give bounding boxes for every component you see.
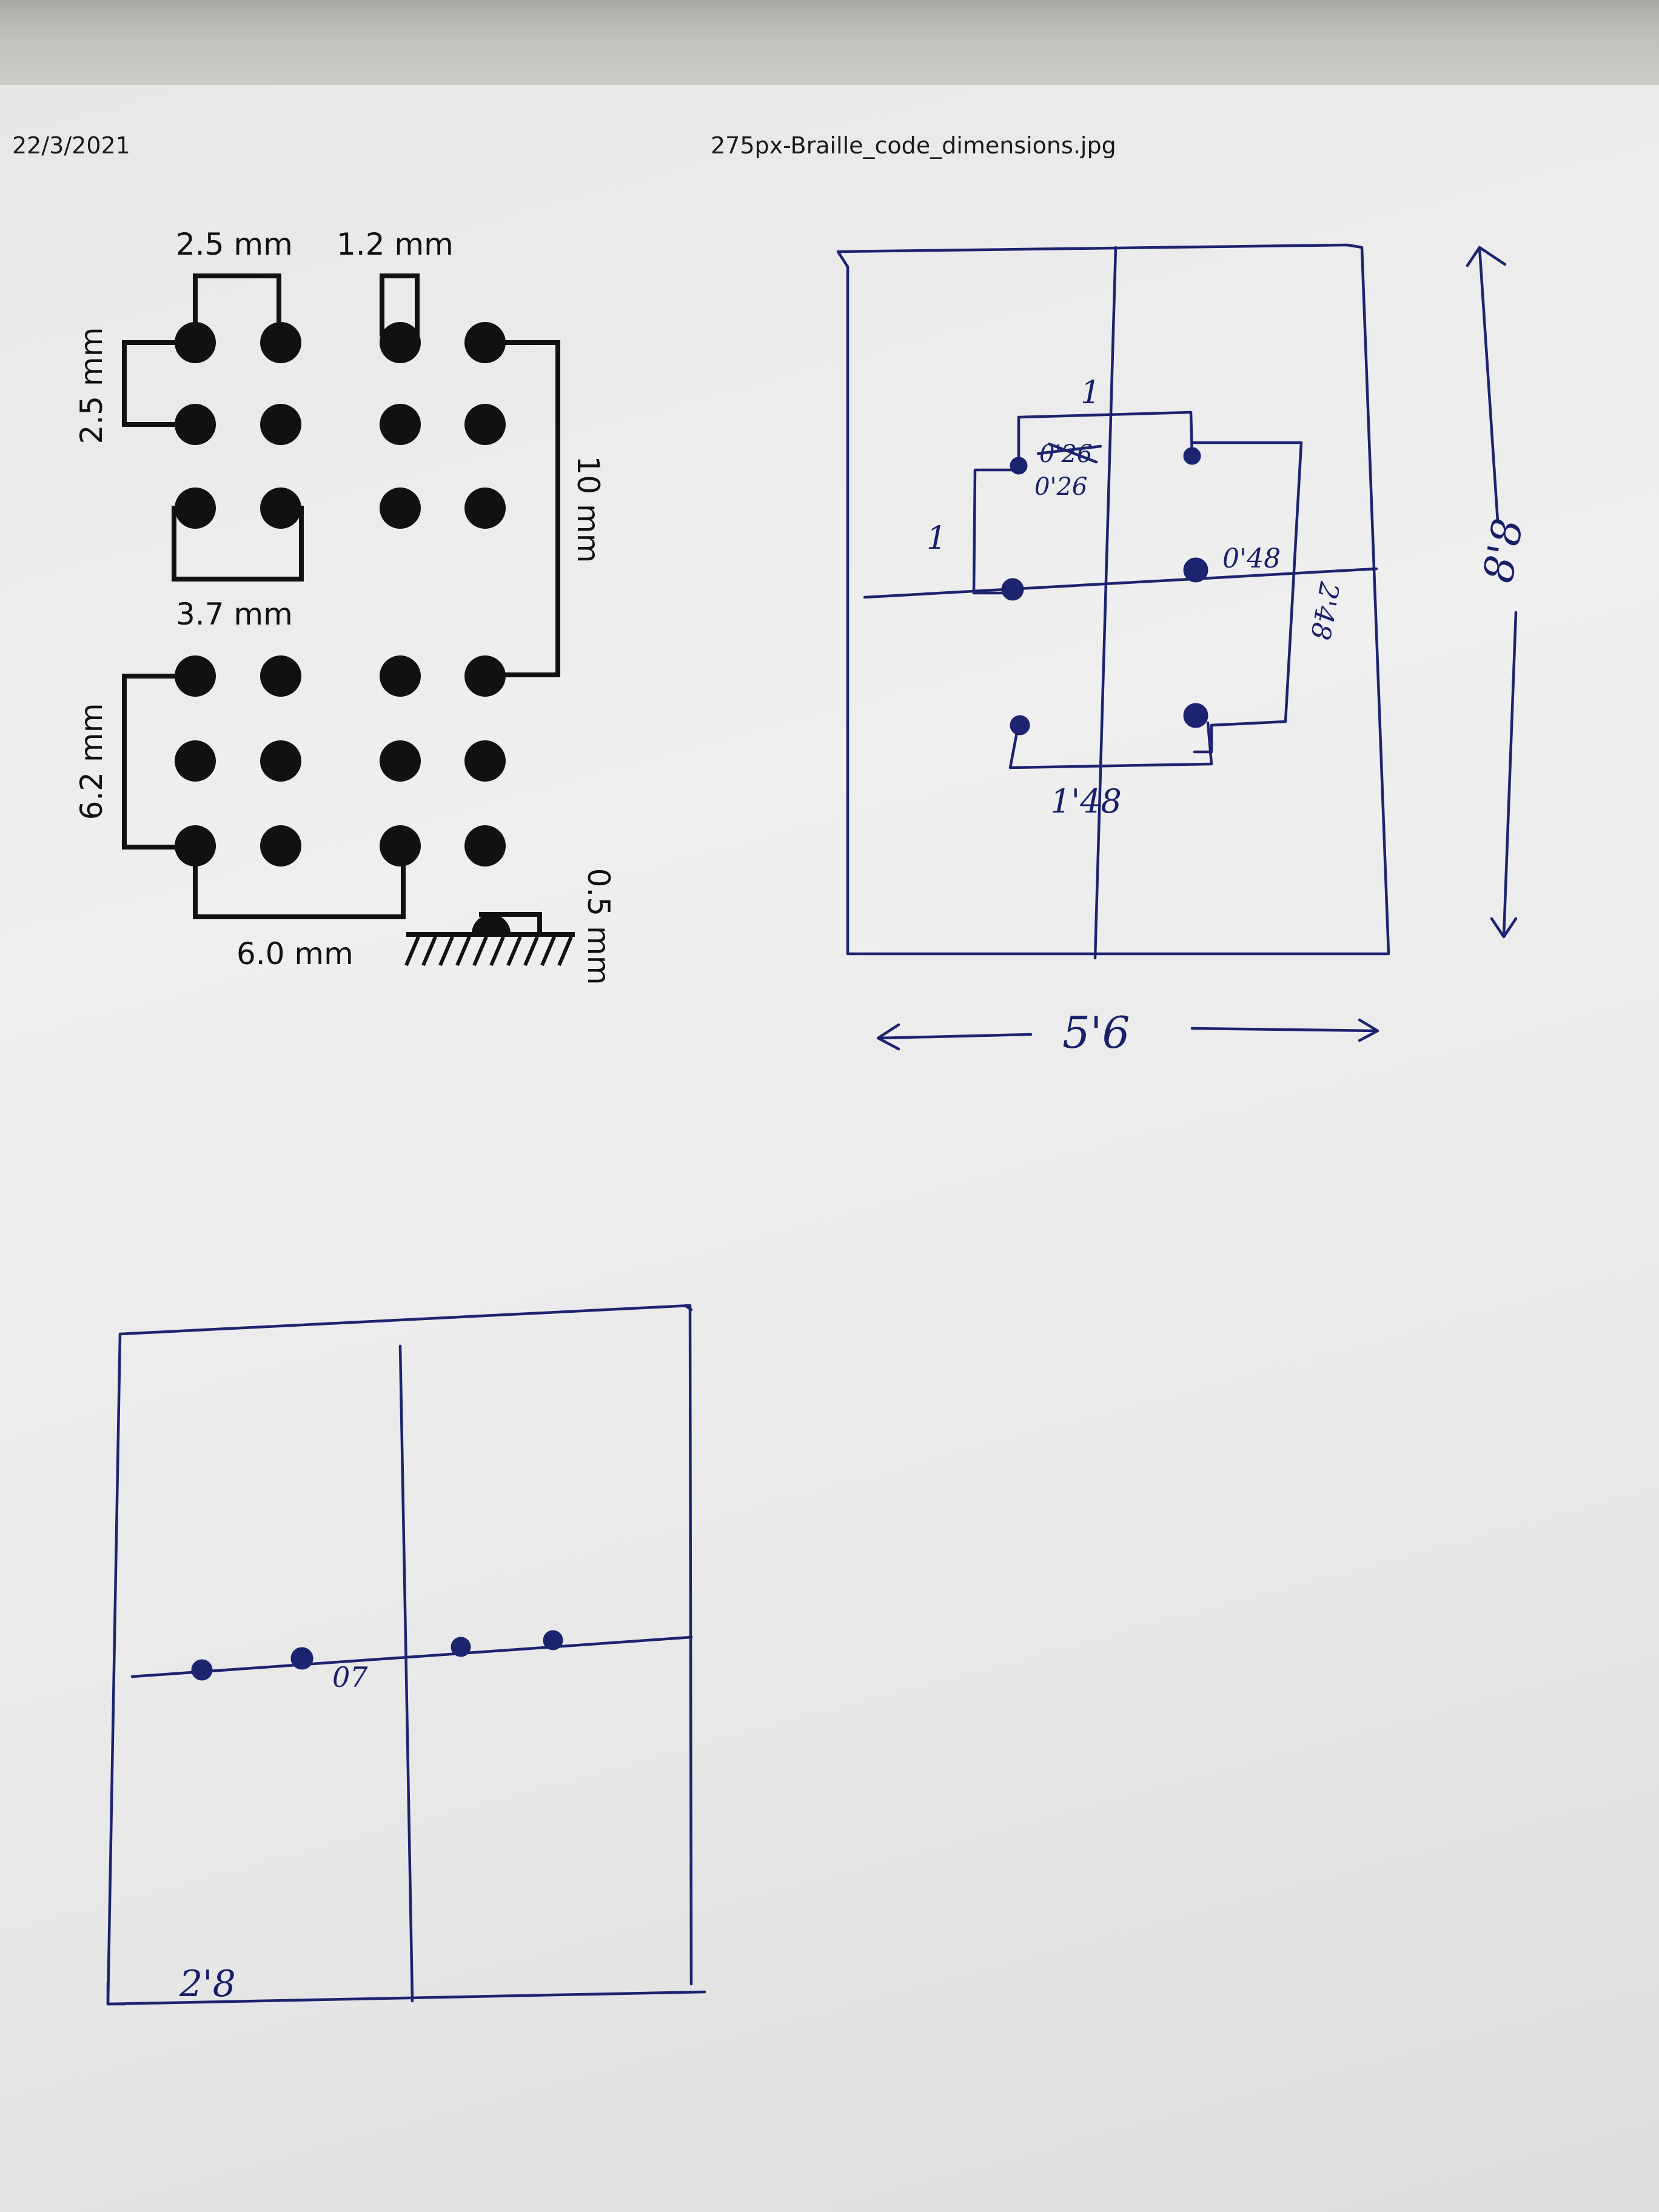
bottom-left-tick [106, 1981, 127, 2006]
left-gap-label: 1 [927, 520, 947, 557]
right-dot-gap-label: 0'48 [1222, 543, 1281, 574]
width-arrow [876, 1018, 1379, 1051]
braille-dot [464, 488, 506, 529]
sketch-dot [1183, 447, 1201, 465]
bottom-gap-label: 1'48 [1050, 782, 1122, 820]
handwritten-sketch-top: 1 1 0'26 0'26 0'48 2'48 1'48 8'8 5'6 [836, 243, 1533, 1058]
dot-height-detail [404, 912, 575, 967]
bottom-gap-line [1008, 721, 1213, 769]
cell-spacing-label: 3.7 mm [176, 597, 293, 632]
sketch-dot [1010, 457, 1028, 475]
braille-dot [380, 488, 421, 529]
braille-dot [380, 655, 421, 697]
side-gap-line [1191, 441, 1303, 754]
dot-height-label: 0.5 mm [581, 868, 616, 985]
sketch-dot [1010, 715, 1030, 736]
line-spacing-label: 6.2 mm [74, 703, 109, 820]
left-gap-line [972, 468, 1018, 595]
sketch-dot [1001, 578, 1024, 601]
dot-diameter-label: 1.2 mm [337, 227, 454, 262]
braille-dot [175, 404, 216, 445]
struck-dot-size-label: 0'26 [1036, 440, 1102, 468]
braille-dot [464, 404, 506, 445]
bottom-mark-label: 2'8 [179, 1963, 236, 2005]
braille-dot [175, 825, 216, 866]
braille-dot [260, 825, 301, 866]
top-gap-line [1017, 411, 1194, 460]
sketch-horizontal-divider [863, 567, 1378, 599]
sketch-horizontal-divider [130, 1635, 693, 1678]
braille-dot [175, 655, 216, 697]
braille-dot [260, 404, 301, 445]
braille-dot [464, 825, 506, 866]
braille-dot [175, 740, 216, 782]
width-label: 5'6 [1062, 1007, 1130, 1058]
row-spacing-label: 2.5 mm [74, 327, 109, 444]
braille-dot [260, 488, 301, 529]
cell-height-bracket [485, 340, 560, 677]
print-filename: 275px-Braille_code_dimensions.jpg [711, 132, 1116, 159]
sketch-dot [543, 1630, 563, 1651]
sketch-dot [451, 1637, 471, 1657]
dot-size-label: 0'26 [1034, 473, 1087, 501]
braille-dot [380, 322, 421, 363]
braille-dot [380, 825, 421, 866]
cell-width-label: 6.0 mm [236, 936, 354, 971]
braille-dot [260, 740, 301, 782]
sketch-vertical-divider [398, 1344, 414, 2003]
sketch-vertical-divider [1093, 246, 1118, 960]
dot-spacing-label: 2.5 mm [176, 227, 293, 262]
mid-gap-label: 07 [332, 1661, 368, 1694]
braille-dots [175, 322, 506, 866]
sketch-dot [290, 1647, 313, 1670]
svg-text:0'26: 0'26 [1039, 440, 1092, 468]
sketch-frame [836, 243, 1390, 956]
side-gap-label: 2'48 [1304, 579, 1345, 642]
cell-height-label: 10 mm [571, 456, 606, 563]
print-date: 22/3/2021 [12, 132, 130, 159]
line-spacing-bracket [122, 674, 195, 850]
handwritten-sketch-bottom: 07 2'8 [106, 1304, 706, 2006]
braille-dot [464, 655, 506, 697]
braille-dot [380, 740, 421, 782]
braille-dot [464, 740, 506, 782]
braille-dot [175, 488, 216, 529]
braille-dot [260, 322, 301, 363]
braille-dot [464, 322, 506, 363]
height-label: 8'8 [1475, 515, 1533, 586]
sketch-dot [191, 1659, 213, 1681]
top-gap-label: 1 [1081, 375, 1101, 411]
braille-dimensions-figure: 2.5 mm 1.2 mm 2.5 mm 10 mm 3.7 mm 6.2 mm… [74, 227, 616, 985]
dot-diameter-bracket [380, 273, 420, 337]
height-arrow [1466, 246, 1518, 939]
braille-dot [380, 404, 421, 445]
sketch-dot [1183, 557, 1208, 583]
braille-dot [175, 322, 216, 363]
dot-spacing-bracket [193, 273, 281, 343]
cell-width-bracket [193, 847, 406, 919]
row-spacing-bracket [122, 340, 195, 427]
sketch-dot [1183, 703, 1208, 728]
braille-dot [260, 655, 301, 697]
